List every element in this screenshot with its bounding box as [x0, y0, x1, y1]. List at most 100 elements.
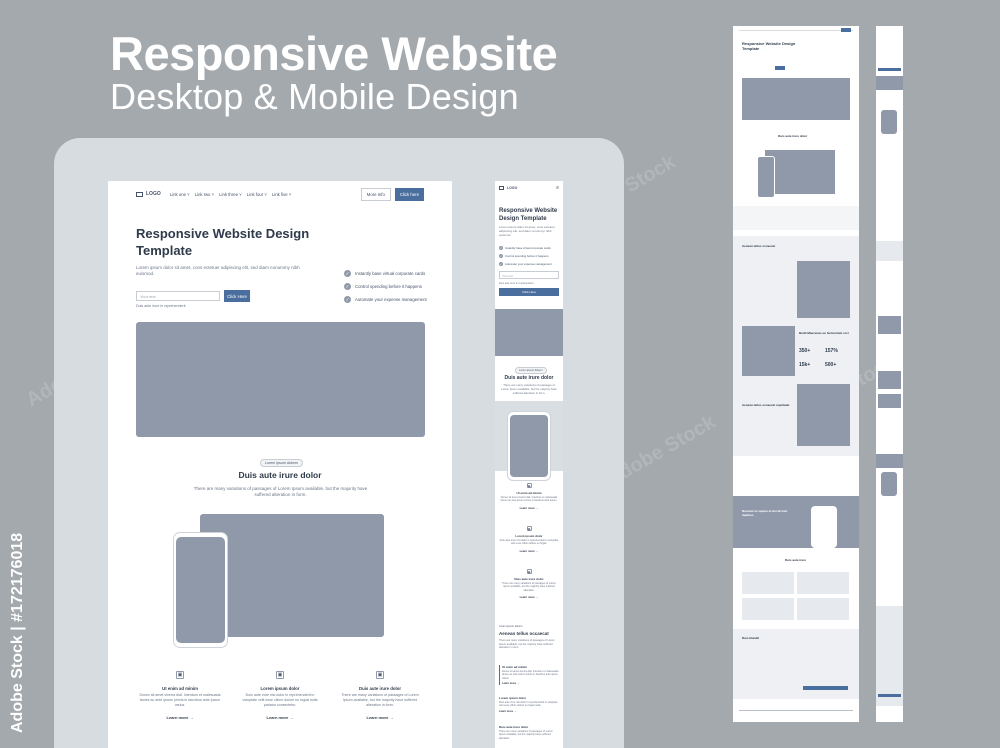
check-icon: ✓ [499, 254, 503, 258]
phone-screen-placeholder [176, 537, 225, 643]
thumb-nav-button [841, 28, 851, 32]
thumb-block-title: Build Maecenas eu fermentum orci [799, 331, 849, 335]
thumb-testimonial-card [742, 598, 794, 620]
image-icon: ▣ [276, 671, 284, 679]
hero-title: Responsive Website Design Template [136, 226, 310, 258]
mobile-hero-title: Responsive Website Design Template [499, 208, 558, 222]
thumb-laptop [765, 150, 835, 194]
thumb-image-left [742, 326, 795, 376]
nav-actions: More Info Click here [360, 187, 424, 201]
thumb-image-right [797, 261, 850, 318]
thumb-testimonial-card [797, 572, 849, 594]
thumb-mobile-phone [881, 110, 897, 134]
nav-link-two[interactable]: Link two ˅ [194, 191, 215, 197]
thumb-hero-image [742, 78, 850, 120]
phone-screen-placeholder [510, 415, 548, 477]
thumb-mobile-promo-phone [881, 472, 897, 496]
mobile-navbar: LOGO ≡ [499, 185, 559, 191]
thumb-mobile-hero [876, 76, 903, 90]
check-item: ✓ Control spending before it happens [499, 254, 549, 258]
check-item: ✓ Automate your expense management [344, 296, 427, 303]
learn-more-link[interactable]: Learn more → [519, 548, 539, 553]
thumb-title: Responsive Website Design Template [742, 41, 796, 51]
stock-id-label: Adobe Stock | #172176018 [9, 532, 26, 733]
thumb-mobile-image [878, 316, 901, 334]
thumb-stat: 15k+ [799, 362, 811, 368]
thumb-mobile-submit [878, 694, 901, 697]
section-title: Duis aute irure dolor [238, 470, 322, 480]
thumb-promo-phone [811, 506, 837, 548]
logo[interactable]: LOGO [499, 186, 517, 190]
learn-more-link[interactable]: Learn more → [502, 682, 520, 686]
logo[interactable]: LOGO [136, 191, 161, 197]
hero-text-input[interactable]: Your text [136, 291, 220, 301]
thumb-phone [757, 156, 775, 198]
learn-more-link[interactable]: Learn more → [366, 714, 394, 720]
thumb-promo-title: Nuncam ut sapien id dui dictum dapibus [742, 509, 788, 517]
mobile-check-list: ✓ Instantly base virtual corporate cards… [499, 244, 552, 268]
headline-subtitle: Desktop & Mobile Design [110, 76, 519, 117]
image-icon: ▣ [526, 483, 532, 488]
logo-icon [499, 186, 504, 190]
thumb-mobile-cta [878, 68, 901, 71]
thumb-contact-title: Duis blandit [742, 636, 760, 640]
mobile-cta-button[interactable]: Click Here [499, 288, 559, 296]
learn-more-link[interactable]: Learn more → [499, 709, 517, 713]
thumb-stat: 350+ [799, 348, 811, 354]
image-icon: ▣ [176, 671, 184, 679]
mobile-text-input[interactable]: Your text [499, 271, 559, 279]
learn-more-link[interactable]: Learn more → [266, 714, 294, 720]
thumb-stat: 157% [825, 348, 838, 354]
hero-cta-button[interactable]: Click Here [224, 290, 250, 302]
thumb-stat: 500+ [825, 362, 837, 368]
hamburger-menu-icon[interactable]: ≡ [556, 185, 559, 191]
thumb-section2-title: Aenean tellus occaecat [742, 244, 776, 248]
desktop-navbar: LOGO Link one ˅ Link two ˅ Link three ˅ … [136, 187, 424, 201]
mobile-feature-card: ▣ Lorem ipsum dolor Duis aute irure nisi… [499, 526, 559, 553]
thumb-contact-button [803, 686, 848, 690]
more-info-button[interactable]: More Info [360, 187, 391, 201]
check-item: ✓ Instantly base virtual corporate cards [499, 246, 551, 250]
mobile-phone-area [495, 401, 563, 481]
mobile-section2-description: There are many variations of passages of… [499, 639, 555, 649]
nav-link-five[interactable]: Link five ˅ [271, 191, 292, 197]
hero-hint: Duis aute irure in reprehenderit [136, 304, 186, 308]
mobile-accordion-item[interactable]: Duis aute irure dolor There are many var… [499, 725, 553, 740]
thumb-features [733, 206, 859, 230]
hero-image-placeholder [136, 322, 425, 437]
check-list: ✓ Instantly base virtual corporate cards… [344, 267, 427, 306]
image-icon: ▣ [526, 569, 532, 574]
thumb-promo-banner [733, 496, 859, 548]
check-item: ✓ Automate your expense management [499, 262, 552, 266]
image-icon: ▣ [526, 526, 532, 531]
mobile-full-page-thumbnail [876, 26, 903, 722]
logo-icon [136, 191, 143, 197]
mobile-hero-image-placeholder [495, 309, 563, 356]
thumb-mobile-promo [876, 454, 903, 468]
logo-text: LOGO [507, 186, 518, 190]
desktop-page: LOGO Link one ˅ Link two ˅ Link three ˅ … [108, 181, 452, 748]
mobile-section2-title: Aenean tellus occaecat [499, 631, 549, 636]
mobile-accordion-item[interactable]: Lorem ipsum dolor Duis aute irure nisi d… [499, 696, 558, 713]
hero-description: Lorem ipsum dolor sit amet, cons ectetue… [136, 265, 300, 277]
check-item: ✓ Instantly base virtual corporate cards [344, 270, 426, 277]
feature-card: ▣ Ut enim ad minim Donec sit amet viverr… [139, 671, 221, 720]
mobile-accordion-item[interactable]: Ut enim ad minim Donec sit amet viverra … [499, 665, 559, 686]
mobile-feature-card: ▣ Duis aute irure dolor There are many v… [499, 569, 559, 599]
nav-links: Link one ˅ Link two ˅ Link three ˅ Link … [170, 192, 292, 197]
mobile-hero-description: Lorem ipsum dolor sit amet, cons ectetue… [499, 225, 555, 238]
mobile-section-title: Duis aute irure dolor [504, 375, 554, 381]
nav-link-one[interactable]: Link one ˅ [169, 191, 190, 197]
learn-more-link[interactable]: Learn more → [166, 714, 194, 720]
thumb-footer [739, 710, 853, 711]
thumb-mobile-gray [876, 241, 903, 261]
check-item: ✓ Control spending before it happens [344, 283, 422, 290]
thumb-testimonials-title: Duis aute irure [785, 558, 807, 562]
nav-link-three[interactable]: Link three ˅ [219, 191, 242, 197]
learn-more-link[interactable]: Learn more → [519, 505, 539, 510]
click-here-button[interactable]: Click here [394, 187, 424, 201]
nav-link-four[interactable]: Link four ˅ [246, 191, 267, 197]
learn-more-link[interactable]: Learn more → [519, 595, 539, 600]
thumb-mobile-image [878, 394, 901, 408]
thumb-mobile-contact [876, 606, 903, 706]
